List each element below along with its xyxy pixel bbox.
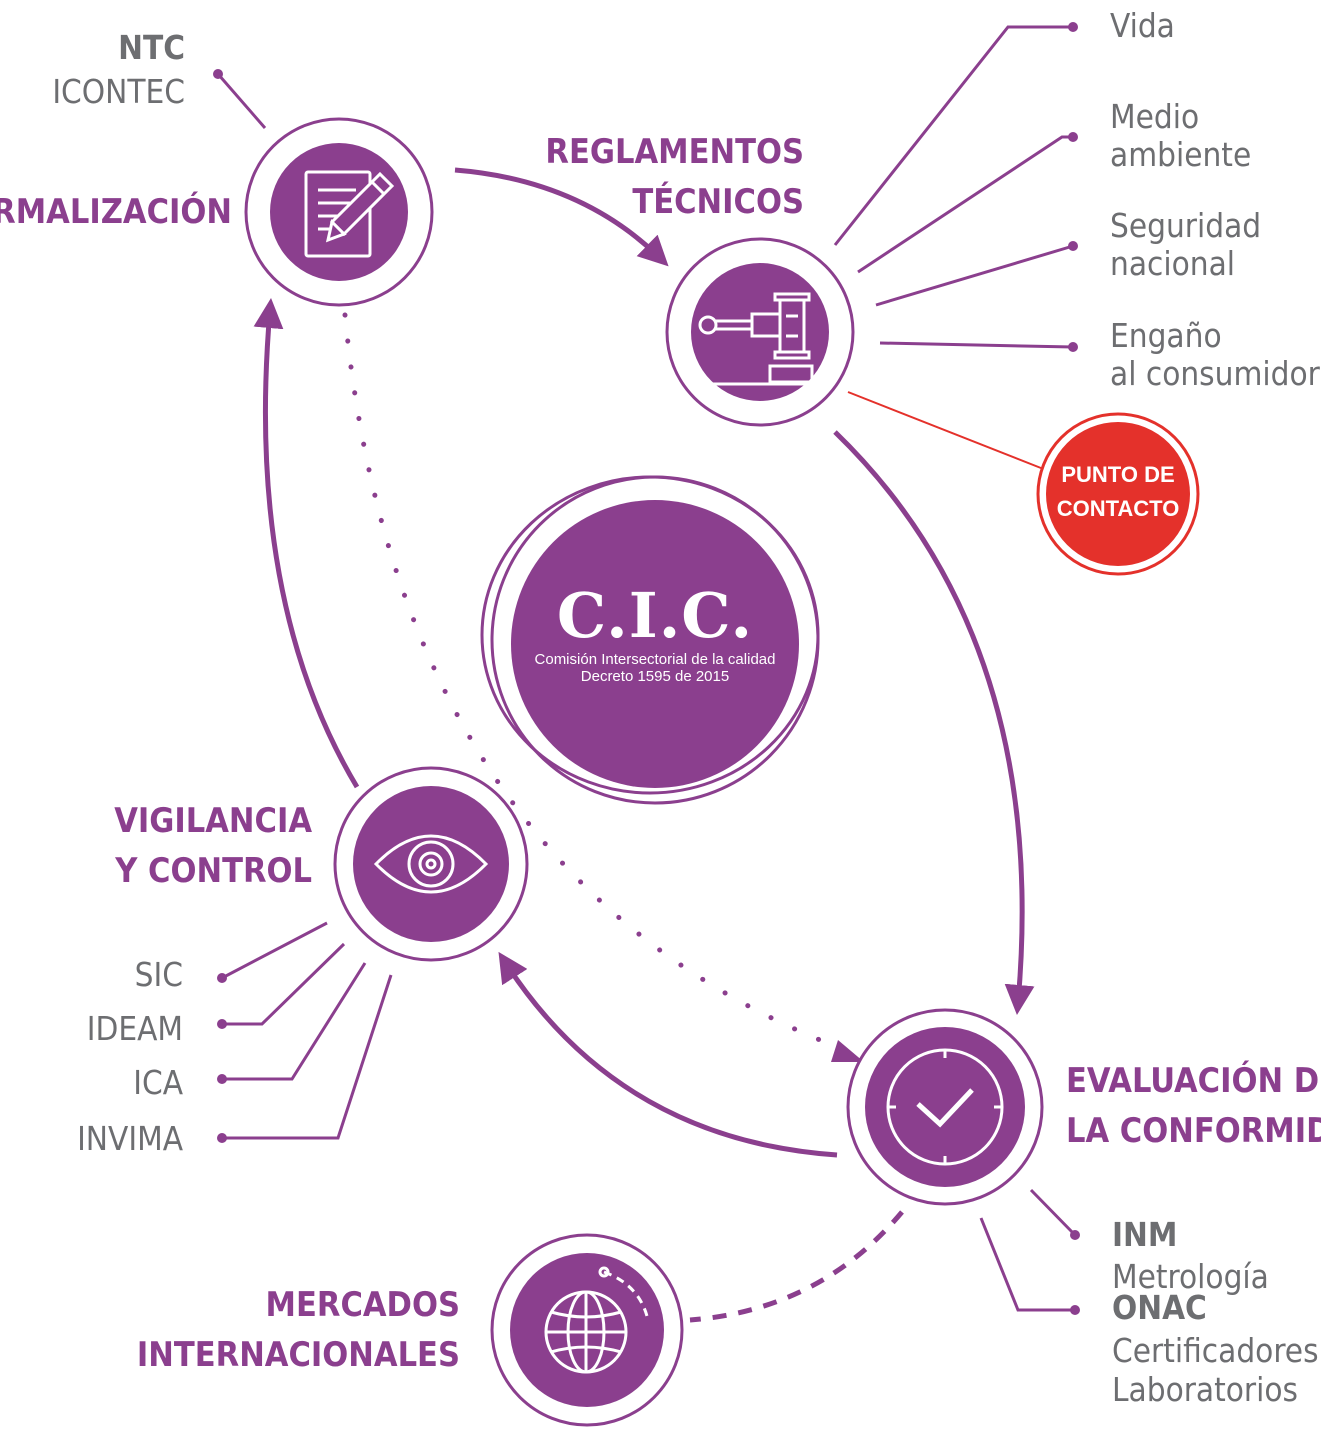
punto-contacto-text: PUNTO DE CONTACTO xyxy=(1046,458,1190,526)
topic-engano-2: al consumidor xyxy=(1110,354,1320,393)
evaluacion-sub-dots xyxy=(1070,1230,1080,1315)
vigilancia-label-line1: VIGILANCIA xyxy=(114,801,312,841)
mercados-label-line1: MERCADOS xyxy=(265,1285,460,1325)
vigilancia-entity-dots xyxy=(217,973,227,1143)
topic-engano-1: Engaño xyxy=(1110,316,1222,355)
cic-title: C.I.C. xyxy=(556,579,754,652)
eye-icon xyxy=(373,834,489,894)
arrow-vigilancia-to-normalizacion xyxy=(253,298,360,789)
arrow-normalizacion-to-reglamentos xyxy=(454,167,669,267)
vigilancia-entity-connectors xyxy=(221,921,393,1140)
vigilancia-node xyxy=(333,766,529,962)
dotted-arrowhead xyxy=(831,1040,864,1062)
cic-subtitle: Comisión Intersectorial de la calidad xyxy=(534,651,776,668)
reglamento-topic-connectors xyxy=(833,25,1074,349)
vigilancia-label-line2: Y CONTROL xyxy=(115,851,312,891)
punto-contacto-badge xyxy=(1036,412,1200,576)
mercados-node xyxy=(490,1233,684,1427)
globe-icon xyxy=(544,1266,650,1374)
evaluacion-node xyxy=(846,1008,1044,1206)
cic-text: C.I.C. Comisión Intersectorial de la cal… xyxy=(510,585,800,686)
arrow-reglamentos-to-evaluacion xyxy=(833,430,1035,1015)
topic-medio-2: ambiente xyxy=(1110,135,1252,174)
onac-sub1: Certificadores xyxy=(1112,1331,1319,1370)
ntc-connector xyxy=(213,69,267,129)
cycle-arrows xyxy=(253,167,1035,1158)
evaluacion-label-line1: EVALUACIÓN DE xyxy=(1066,1061,1321,1101)
check-badge-icon xyxy=(886,1048,1004,1166)
inm-title: INM xyxy=(1112,1215,1178,1254)
evaluacion-label-line2: LA CONFORMIDAD xyxy=(1066,1111,1321,1151)
onac-sub2: Laboratorios xyxy=(1112,1370,1298,1409)
punto-contacto-line2: CONTACTO xyxy=(1056,496,1180,521)
cic-decree: Decreto 1595 de 2015 xyxy=(580,668,730,686)
cic-center-node xyxy=(480,475,820,805)
normalizacion-label: NORMALIZACIÓN xyxy=(0,192,232,232)
reglamentos-label-line2: TÉCNICOS xyxy=(632,182,804,222)
mercados-label-line2: INTERNACIONALES xyxy=(136,1335,460,1375)
entity-sic: SIC xyxy=(134,955,183,994)
entity-ica: ICA xyxy=(133,1063,183,1102)
topic-medio-1: Medio xyxy=(1110,97,1200,136)
topic-vida: Vida xyxy=(1110,6,1175,45)
entity-invima: INVIMA xyxy=(77,1119,183,1158)
reglamento-topic-dots xyxy=(1068,22,1078,352)
topic-seguridad-2: nacional xyxy=(1110,244,1236,283)
reglamentos-node xyxy=(665,237,855,427)
inm-sub: Metrología xyxy=(1112,1257,1269,1296)
ntc-title: NTC xyxy=(118,28,185,67)
dotted-arrow-normalizacion-to-evaluacion xyxy=(342,312,848,1053)
punto-contacto-line1: PUNTO DE xyxy=(1061,462,1175,487)
ntc-sub: ICONTEC xyxy=(52,72,185,111)
document-pencil-icon xyxy=(304,170,395,258)
arrow-evaluacion-to-vigilancia xyxy=(498,951,838,1158)
topic-seguridad-1: Seguridad xyxy=(1110,206,1262,245)
dashed-connector-mercados xyxy=(689,1210,904,1323)
normalizacion-node xyxy=(244,117,434,307)
punto-contacto-connector xyxy=(847,391,1047,471)
gavel-icon xyxy=(698,292,814,386)
reglamentos-label-line1: REGLAMENTOS xyxy=(545,132,804,172)
evaluacion-sub-connectors xyxy=(979,1188,1077,1312)
onac-title: ONAC xyxy=(1112,1288,1207,1327)
entity-ideam: IDEAM xyxy=(86,1009,183,1048)
